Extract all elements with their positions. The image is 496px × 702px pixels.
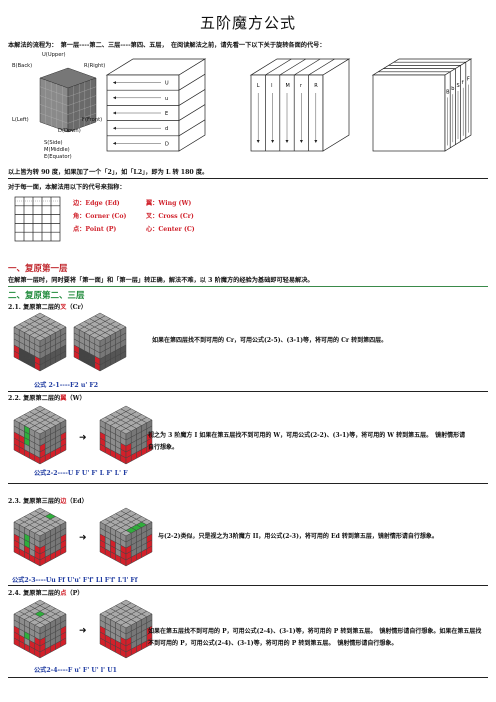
code-cross: 叉：Cross (Cr) <box>146 213 194 220</box>
slice-label: d <box>165 126 168 132</box>
divider <box>8 483 488 484</box>
cube-drawing <box>73 312 127 372</box>
divider <box>8 391 488 392</box>
cube-step-2-3-before <box>13 507 67 567</box>
divider <box>8 178 488 179</box>
step-2-3-formula: 公式2-3----Uu Ff U'u' F'f' Ll F'f' L'l' Ff <box>12 577 138 584</box>
slice-label: u <box>165 96 168 102</box>
slice-label: S <box>457 83 460 89</box>
cube-drawing <box>99 599 153 659</box>
section2-heading: 二、复原第二、三层 <box>8 291 85 301</box>
code-corner: 角：Corner (Co) <box>73 213 127 220</box>
code-point: 点：Point (P) <box>73 226 117 233</box>
cube-drawing <box>99 507 153 567</box>
label-right: R(Right) <box>84 63 106 69</box>
code-center: 心：Center (C) <box>146 226 195 233</box>
label-down: D(Down) <box>58 128 81 134</box>
cube-step-2-4-before <box>13 599 67 659</box>
label-middle: M(Middle) <box>44 147 70 153</box>
cube-drawing <box>99 405 153 465</box>
arrow-right-icon: ➜ <box>79 433 87 443</box>
divider <box>8 677 488 678</box>
slice-label: M <box>286 83 290 89</box>
step-2-1-formula: 公式 2-1----F2 u' F2 <box>34 382 99 389</box>
cube-step-2-2-before <box>13 405 67 465</box>
code-edge: 边：Edge (Ed) <box>73 200 120 207</box>
step-2-3-desc: 与(2-2)类似，只是视之为3阶魔方 II，用公式(2-3)，将可用的 Ed 转… <box>158 533 438 540</box>
slice-label: l <box>271 83 272 89</box>
step-2-2-desc: 视之为 3 阶魔方 I 如果在第五层找不到可用的 W，可用公式(2-2)、(3-… <box>148 432 466 451</box>
slice-label: E <box>165 111 168 117</box>
cube-step-2-4-after <box>99 599 153 659</box>
step-2-1-desc: 如果在第四层找不到可用的 Cr，可用公式(2-5)、(3-1)等，将可用的 Cr… <box>152 337 388 344</box>
slice-label: R <box>314 83 318 89</box>
section1-text: 在解第一层时，同时要将「第一面」和「第一层」转正确，解法不难，以 3 阶魔方的经… <box>8 277 314 284</box>
label-left: L(Left) <box>12 117 29 123</box>
rotation-note: 以上皆为转 90 度，如果加了一个「2」，如「L2」，即为 L 转 180 度。 <box>8 169 209 176</box>
arrow-right-icon: ➜ <box>79 533 87 543</box>
cube-drawing <box>13 507 67 567</box>
cube-face-diagram <box>39 67 97 133</box>
cube-drawing <box>13 405 67 465</box>
face-code-grid <box>14 196 61 242</box>
cube-drawing <box>13 312 67 372</box>
slice-label: r <box>300 83 303 89</box>
cube-step-2-2-after <box>99 405 153 465</box>
arrow-right-icon: ➜ <box>79 626 87 636</box>
cube-step-2-3-after <box>99 507 153 567</box>
divider <box>8 585 488 586</box>
step-2-2-title: 2.2. 复原第二层的翼（W） <box>8 395 86 402</box>
step-2-3-title: 2.3. 复原第三层的边（Ed） <box>8 498 88 505</box>
slice-label: f <box>462 80 464 86</box>
slice-label: B <box>446 89 450 95</box>
label-upper: U(Upper) <box>42 52 66 58</box>
code-wing: 翼：Wing (W) <box>146 200 192 207</box>
step-2-4-title: 2.4. 复原第二层的点（P） <box>8 590 84 597</box>
label-back: B(Back) <box>12 63 33 69</box>
slice-label: L <box>257 83 260 89</box>
slice-label: b <box>451 86 454 92</box>
intro-text: 本解法的流程为： 第一层----第二、三层----第四、五层， 在阅读解法之前，… <box>8 42 326 49</box>
step-2-2-formula: 公式2-2----U F U' F' L F' L' F <box>34 470 128 477</box>
section1-heading: 一、复原第一层 <box>8 264 68 274</box>
slice-label: U <box>165 81 169 87</box>
cube-drawing <box>13 599 67 659</box>
step-2-4-formula: 公式2-4----F u' F' U' l' U1 <box>34 667 117 674</box>
code-intro: 对于每一面，本解法用以下的代号来指称： <box>8 184 126 191</box>
step-2-1-title: 2.1. 复原第二层的叉（Cr） <box>8 304 87 311</box>
step-2-4-desc: 如果在第五层找不到可用的 P，可用公式(2-4)、(3-1)等，将可用的 P 转… <box>148 628 482 647</box>
slice-label: F <box>467 77 470 83</box>
page-title: 五阶魔方公式 <box>199 14 296 32</box>
slice-label: D <box>165 141 169 147</box>
label-front: F(Front) <box>82 117 103 123</box>
divider <box>8 286 488 287</box>
cube-step-2-1 <box>13 312 127 372</box>
label-side: S(Side) <box>44 140 63 146</box>
label-equator: E(Equator) <box>44 154 72 160</box>
